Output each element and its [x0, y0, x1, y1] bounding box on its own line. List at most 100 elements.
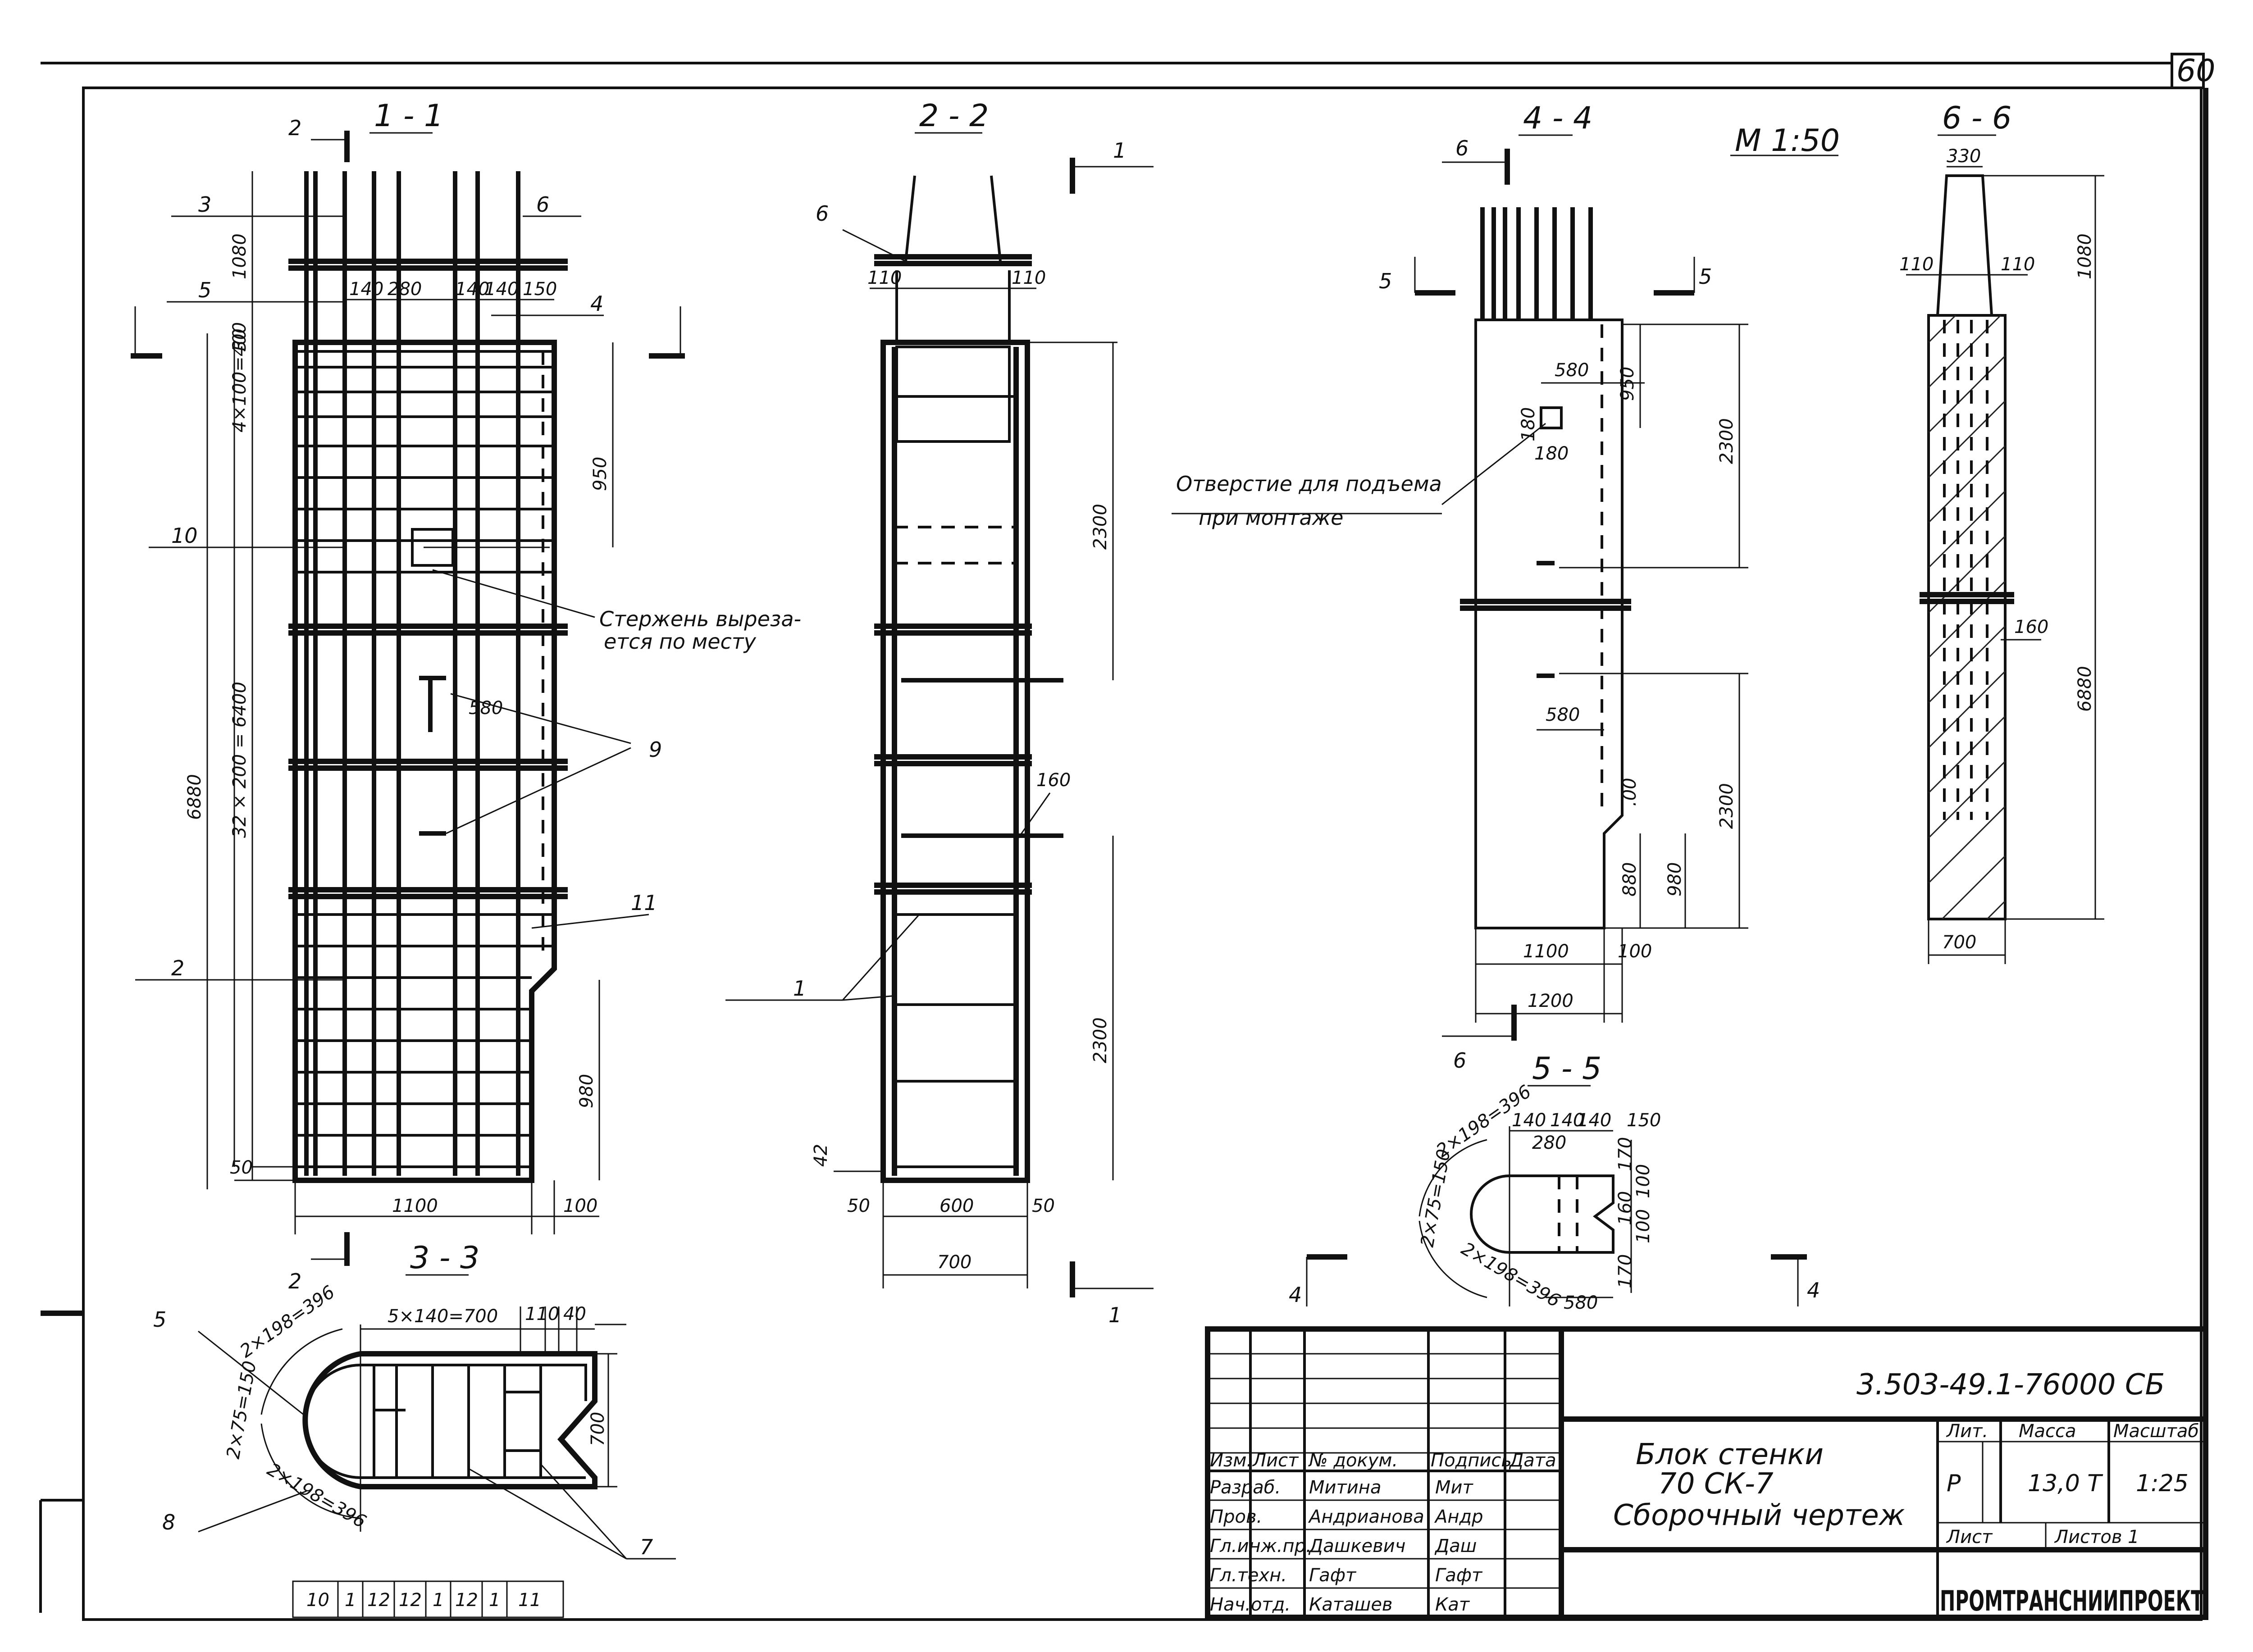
scale-value: 1:25 — [2136, 1470, 2189, 1497]
callout-6-s11: 6 — [536, 192, 549, 217]
section-mark-4-left: 4 — [1289, 1283, 1302, 1307]
view-1-1: 1 - 1 — [131, 98, 685, 1266]
title-block-text: 3.503-49.1-76000 СБ Блок стенки 70 СК-7 … — [1210, 1368, 2203, 1617]
view-6-6-title: 6 - 6 — [1942, 100, 2011, 136]
lit-value: Р — [1947, 1470, 1961, 1497]
callout-5-s33: 5 — [153, 1307, 166, 1332]
bar-mark-3: 12 — [367, 1590, 390, 1611]
dim-950-s44: 950 — [1617, 367, 1638, 401]
bar-mark-6: 12 — [455, 1590, 478, 1611]
dim-140-s55-a: 140 — [1512, 1110, 1546, 1131]
dim-110-s22-b: 110 — [1012, 268, 1046, 288]
dim-160-s55: 160 — [1615, 1191, 1636, 1225]
view-2-2-title: 2 - 2 — [919, 98, 989, 134]
bar-mark-4: 12 — [399, 1590, 422, 1611]
dim-30: 30 — [229, 328, 250, 351]
note-lift-hole-2: при монтаже — [1199, 505, 1343, 530]
dim-110-s33: 110 — [525, 1304, 559, 1324]
scale-label: Масштаб — [2113, 1421, 2199, 1442]
dim-00: .00 — [1619, 778, 1640, 806]
page-number: 60 — [2176, 53, 2216, 89]
dim-50-s11: 50 — [230, 1157, 253, 1178]
col-header-list: Лист — [1252, 1450, 1299, 1471]
doc-code: 3.503-49.1-76000 СБ — [1856, 1368, 2165, 1402]
col-header-sign: Подпись — [1431, 1450, 1512, 1471]
view-4-4: 4 - 4 — [1172, 100, 1748, 1041]
dim-880: 880 — [1619, 862, 1640, 897]
dim-2300-s44-b: 2300 — [1716, 783, 1737, 829]
dim-330: 330 — [1947, 146, 1981, 167]
bar-mark-8: 11 — [518, 1590, 541, 1611]
callout-7: 7 — [640, 1535, 653, 1559]
dim-950-s11: 950 — [590, 457, 611, 491]
view-5-5-title: 5 - 5 — [1532, 1051, 1601, 1087]
view-1-1-labels: 2 2 3 6 5 4 10 9 2 11 1080 140 280 140 1… — [171, 116, 801, 1293]
sign-1: Мит — [1435, 1477, 1474, 1498]
view-4-4-outline — [1474, 319, 1624, 929]
callout-5-s11: 5 — [198, 278, 211, 302]
callout-2-top: 2 — [288, 116, 301, 140]
dim-42: 42 — [811, 1144, 831, 1167]
dim-980-s44: 980 — [1665, 862, 1685, 897]
view-2-2-labels: 1 1 6 1 110 110 2300 160 2300 42 50 600 … — [793, 138, 1126, 1327]
bar-mark-5: 1 — [433, 1590, 444, 1611]
callout-2-side: 2 — [171, 956, 184, 980]
dim-2300-s22-a: 2300 — [1090, 504, 1111, 550]
person-1: Митина — [1309, 1477, 1381, 1498]
dim-140-c: 140 — [484, 279, 519, 300]
bar-mark-1: 10 — [306, 1590, 329, 1611]
dim-580-s55: 580 — [1564, 1292, 1598, 1313]
dim-32x200: 32 × 200 = 6400 — [229, 682, 250, 838]
section-mark-6-bottom: 6 — [1453, 1048, 1466, 1073]
dim-1080-s11: 1080 — [229, 233, 250, 279]
person-4: Гафт — [1309, 1565, 1357, 1586]
dim-5x140: 5×140=700 — [388, 1306, 498, 1327]
dim-160-s66: 160 — [2014, 617, 2048, 637]
bar-mark-7: 1 — [489, 1590, 500, 1611]
view-4-4-labels: 6 6 5 5 580 950 180 180 2300 580 .00 230… — [1176, 136, 1737, 1073]
view-1-1-vertical-bars — [304, 171, 544, 1176]
view-3-3-labels: 5 8 7 5×140=700 110 40 700 2×198=396 2×7… — [153, 1282, 653, 1611]
callout-6-s22: 6 — [816, 201, 829, 226]
dim-700-s66: 700 — [1942, 932, 1976, 953]
dim-50-s22-b: 50 — [1032, 1196, 1055, 1216]
dim-2x198-s33-bottom: 2×198=396 — [264, 1459, 369, 1532]
callout-11: 11 — [631, 891, 657, 915]
view-5-5-labels: 4 4 140 280 140 140 150 170 160 100 100 … — [1289, 1081, 1820, 1313]
dim-580-s11: 580 — [469, 698, 503, 719]
dim-170-s55-a: 170 — [1615, 1137, 1636, 1171]
dim-1100-s44: 1100 — [1523, 941, 1569, 962]
role-2: Пров. — [1210, 1506, 1262, 1527]
dim-1100-s11: 1100 — [392, 1196, 438, 1216]
block-name-3: Сборочный чертеж — [1613, 1499, 1905, 1532]
view-4-4-lift-opening — [1540, 406, 1563, 429]
callout-2-bottom: 2 — [288, 1269, 301, 1293]
dim-700-s33: 700 — [588, 1412, 608, 1446]
title-block — [1205, 1326, 2208, 1620]
dim-1200: 1200 — [1528, 991, 1573, 1011]
dim-100-s55-a: 100 — [1633, 1164, 1654, 1198]
dim-150-s11: 150 — [523, 279, 557, 300]
section-mark-5-right: 5 — [1699, 264, 1712, 289]
callout-4: 4 — [590, 291, 603, 316]
person-2: Андрианова — [1308, 1506, 1424, 1527]
person-3: Дашкевич — [1308, 1536, 1405, 1556]
dim-110-s66-a: 110 — [1899, 254, 1934, 275]
callout-1-top: 1 — [1113, 138, 1126, 163]
org-name: ПРОМТРАНСНИИПРОЕКТ — [1940, 1584, 2203, 1617]
dim-980-s11: 980 — [576, 1074, 597, 1108]
dim-110-s22-a: 110 — [867, 268, 902, 288]
dim-6880-s11: 6880 — [184, 774, 205, 820]
dim-2300-s44-a: 2300 — [1716, 418, 1737, 464]
dim-40: 40 — [563, 1304, 586, 1324]
dim-280-s55: 280 — [1532, 1133, 1566, 1153]
dim-2x75-s33: 2×75=150 — [223, 1359, 260, 1460]
callout-1-bottom: 1 — [1108, 1303, 1122, 1327]
dim-170-s55-b: 170 — [1615, 1254, 1636, 1288]
dim-580-s44-b: 580 — [1546, 705, 1580, 725]
callout-8: 8 — [162, 1510, 175, 1534]
note-lift-hole-1: Отверстие для подъема — [1176, 472, 1442, 496]
view-1-1-title: 1 - 1 — [374, 98, 443, 134]
col-header-izm: Изм. — [1210, 1450, 1252, 1471]
callout-3: 3 — [198, 192, 211, 217]
